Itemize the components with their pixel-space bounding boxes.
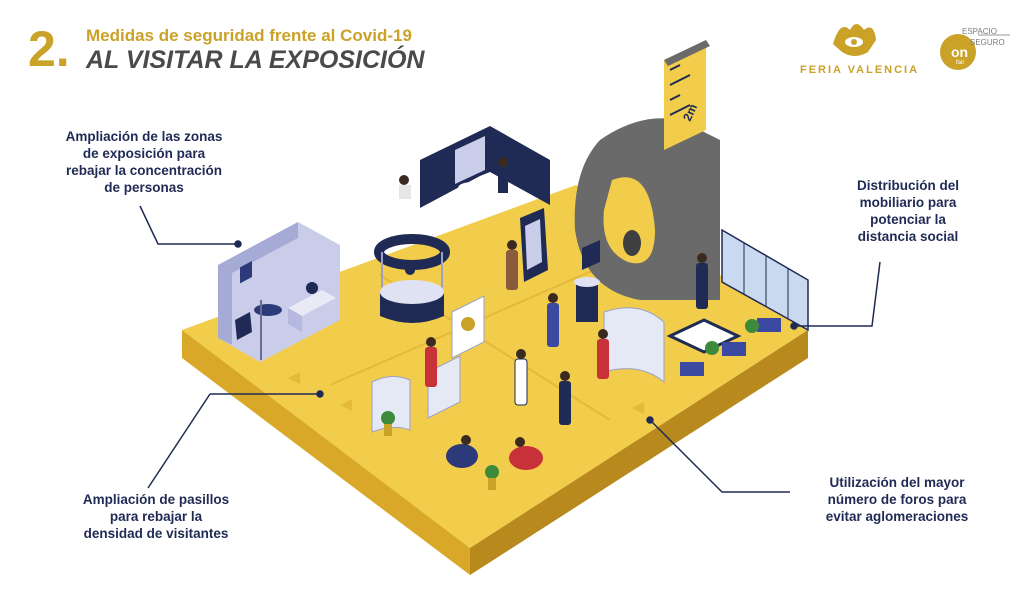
- callout-forums-line: evitar aglomeraciones: [825, 508, 969, 524]
- callout-zones-line: de personas: [104, 179, 184, 195]
- feria-valencia-logo: [833, 24, 876, 56]
- callout-aisles-line: Ampliación de pasillos: [82, 492, 230, 507]
- callout-furniture-line: potenciar la: [870, 211, 946, 227]
- callout-aisles-line: densidad de visitantes: [83, 525, 229, 541]
- callout-furniture-line: distancia social: [857, 228, 959, 244]
- callout-forums: Utilización del mayor número de foros pa…: [792, 475, 1002, 526]
- badge-line2: SEGURO: [970, 38, 1005, 47]
- callout-furniture: Distribución del mobiliario para potenci…: [826, 178, 990, 246]
- callout-aisles-line: para rebajar la: [109, 508, 203, 524]
- callout-zones-line: de exposición para: [82, 145, 206, 161]
- tape-2m-label: 2m: [680, 102, 700, 124]
- tape-measure: 2m: [574, 40, 720, 300]
- left-booth: [218, 222, 340, 362]
- section-number: 2.: [28, 21, 70, 77]
- page-title: AL VISITAR LA EXPOSICIÓN: [86, 46, 425, 74]
- callout-forums-line: Utilización del mayor: [829, 475, 965, 490]
- brand-name: FERIA VALENCIA: [800, 64, 920, 76]
- espacio-seguro-badge: [940, 34, 1010, 70]
- plants: [381, 411, 499, 490]
- badge-line1: ESPACIO: [962, 27, 997, 36]
- header-subtitle: Medidas de seguridad frente al Covid-19: [86, 26, 412, 45]
- pedestal-booth: [574, 240, 600, 322]
- callout-zones: Ampliación de las zonas de exposición pa…: [44, 129, 244, 197]
- top-booth: [399, 126, 550, 208]
- callout-furniture-line: Distribución del: [856, 178, 959, 193]
- callout-zones-line: Ampliación de las zonas: [65, 129, 223, 144]
- floor-arrows: [288, 372, 644, 414]
- callout-forums-line: número de foros para: [827, 491, 967, 507]
- callout-leaders: [139, 205, 881, 493]
- callout-aisles: Ampliación de pasillos para rebajar la d…: [52, 492, 260, 543]
- callout-zones-line: rebajar la concentración: [65, 162, 223, 178]
- callout-furniture-line: mobiliario para: [859, 194, 957, 210]
- glass-wall-lounge: [666, 228, 809, 376]
- badge-small: fair: [956, 60, 965, 66]
- badge-mark: on: [951, 44, 969, 60]
- visitors: [425, 240, 708, 425]
- round-kiosk: [374, 234, 450, 323]
- bean-bags: [446, 435, 543, 470]
- digital-totem: [520, 208, 548, 282]
